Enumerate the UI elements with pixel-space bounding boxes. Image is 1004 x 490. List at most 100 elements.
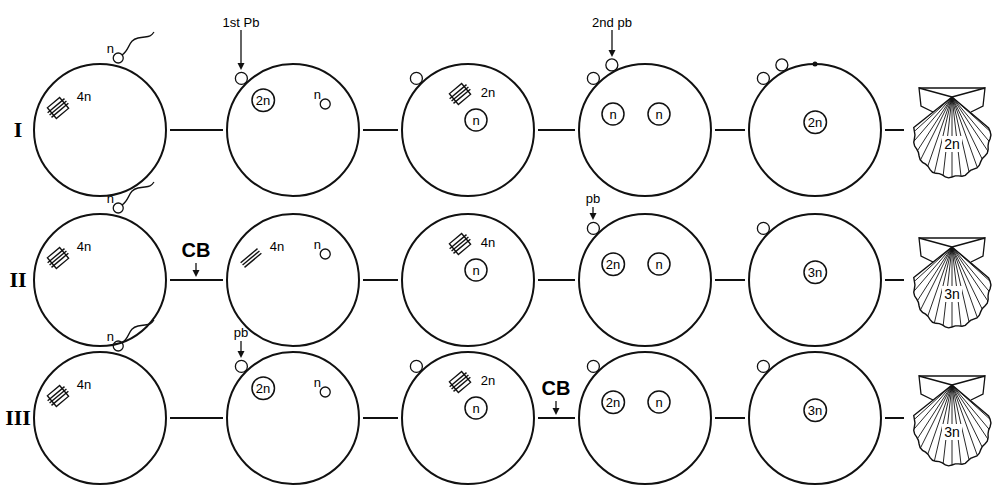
chromosome-symbol <box>45 96 71 121</box>
egg-outline <box>227 64 359 196</box>
ploidy-label: n <box>472 402 479 415</box>
nucleus-outline <box>648 391 670 413</box>
chromosome-symbol <box>45 246 71 271</box>
sperm-head <box>113 341 123 351</box>
nucleus-outline <box>465 259 487 281</box>
egg-outline <box>227 352 359 484</box>
sperm-head <box>113 53 123 63</box>
ploidy-label: n <box>655 396 662 409</box>
shape-outline <box>907 230 997 330</box>
stage-connector <box>170 129 223 131</box>
stage-connector <box>885 129 904 131</box>
egg-outline <box>34 64 166 196</box>
shape-outline <box>578 63 712 197</box>
stage-connector <box>715 417 745 419</box>
shape-outline <box>401 63 535 197</box>
stage-connector <box>715 129 745 131</box>
stage-connector <box>538 417 575 419</box>
ploidy-label: 2n <box>481 374 495 387</box>
ploidy-label: n <box>107 330 114 343</box>
egg-outline <box>34 214 166 346</box>
ploidy-label: n <box>472 264 479 277</box>
shape-outline <box>226 63 360 197</box>
sperm-cell: n <box>314 88 331 110</box>
ploidy-label: 3n <box>808 404 822 417</box>
shape-outline <box>748 351 882 485</box>
egg-cell: 4nn <box>401 213 535 347</box>
ploidy-label: n <box>107 192 114 205</box>
nucleus: 2n <box>601 252 625 276</box>
nucleus: n <box>647 102 671 126</box>
nucleus: 2n <box>251 88 275 112</box>
shell-ear <box>919 238 952 262</box>
spindle-outline <box>47 385 68 406</box>
shell-hinge <box>919 87 985 88</box>
egg-outline <box>579 214 711 346</box>
egg-cell: 4n <box>33 63 167 197</box>
polar-body <box>410 360 422 372</box>
shell-ear <box>952 376 985 400</box>
treatment-label: CB <box>542 378 571 398</box>
chromosome-line <box>48 249 65 263</box>
ploidy-label: n <box>655 258 662 271</box>
egg-outline <box>34 352 166 484</box>
egg-outline <box>402 352 534 484</box>
scallop-shell: 2n <box>907 80 997 180</box>
nucleus-outline <box>804 111 826 133</box>
sperm-cell: n <box>107 42 124 64</box>
polar-body <box>587 222 599 234</box>
pointer-arrowhead <box>590 213 597 220</box>
chromosome-line <box>452 375 469 389</box>
polar-body <box>757 360 769 372</box>
shell-outline <box>914 385 991 466</box>
chromosome-line <box>454 239 471 253</box>
spindle-outline <box>449 371 470 392</box>
nucleus: 3n <box>803 398 827 422</box>
nucleus-outline <box>648 253 670 275</box>
ploidy-label: 2n <box>606 258 620 271</box>
egg-cell: 4n <box>33 213 167 347</box>
chromosome-symbol <box>447 232 473 257</box>
pointer-arrowhead <box>553 408 560 415</box>
nucleus: n <box>464 396 488 420</box>
shell-ear <box>919 88 952 112</box>
chromosome-line <box>48 99 65 113</box>
chromosome-symbol <box>447 82 473 107</box>
stage-connector <box>538 279 575 281</box>
stage-connector <box>170 417 223 419</box>
sperm-tail <box>122 182 154 205</box>
shell-rib <box>952 97 969 172</box>
row-numeral: II <box>9 269 26 291</box>
ploidy-label: n <box>314 376 321 389</box>
sperm-head <box>320 249 330 259</box>
row-numeral: III <box>5 407 31 429</box>
stage-connector <box>363 417 398 419</box>
chromosome-line <box>52 253 69 267</box>
ploidy-label: 2n <box>256 94 270 107</box>
ploidy-label: n <box>314 238 321 251</box>
sperm-cell: n <box>107 330 124 352</box>
polar-body <box>235 72 247 84</box>
egg-outline <box>749 64 881 196</box>
stage-connector <box>715 279 745 281</box>
egg-outline <box>579 64 711 196</box>
ploidy-label: 2n <box>942 136 962 152</box>
stage-connector <box>885 279 904 281</box>
sperm-cell: n <box>107 192 124 214</box>
polar-body <box>776 59 788 71</box>
shell-outline <box>914 97 991 178</box>
shape-outline <box>401 213 535 347</box>
ploidy-label: n <box>314 88 321 101</box>
chromosome-line <box>450 85 467 99</box>
ploidy-label: 3n <box>942 424 962 440</box>
egg-outline <box>402 64 534 196</box>
nucleus-outline <box>252 89 274 111</box>
shape-outline <box>907 80 997 180</box>
stage-connector <box>885 417 904 419</box>
shape-outline <box>226 351 360 485</box>
shape-outline <box>578 351 712 485</box>
spindle-outline <box>47 247 68 268</box>
nucleus: n <box>464 258 488 282</box>
